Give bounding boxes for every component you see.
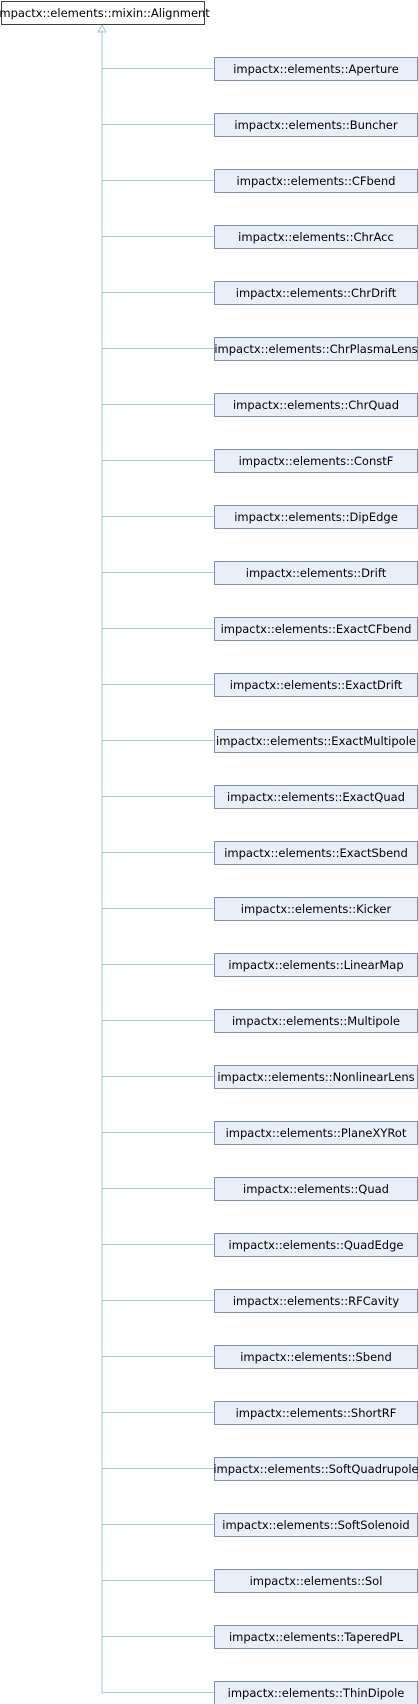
derived-class-node[interactable]: impactx::elements::ThinDipole	[214, 1681, 418, 1704]
derived-class-label: impactx::elements::Multipole	[232, 1014, 400, 1028]
derived-class-node[interactable]: impactx::elements::Kicker	[214, 897, 418, 921]
base-class-label: impactx::elements::mixin::Alignment	[0, 6, 210, 20]
derived-class-label: impactx::elements::LinearMap	[228, 958, 403, 972]
derived-class-label: impactx::elements::TaperedPL	[229, 1630, 404, 1644]
derived-class-label: impactx::elements::ShortRF	[236, 1406, 397, 1420]
derived-class-node[interactable]: impactx::elements::Buncher	[214, 113, 418, 137]
derived-class-label: impactx::elements::ExactMultipole	[216, 734, 416, 748]
derived-class-label: impactx::elements::Sbend	[240, 1350, 392, 1364]
derived-class-node[interactable]: impactx::elements::Sol	[214, 1569, 418, 1593]
derived-class-node[interactable]: impactx::elements::NonlinearLens	[214, 1065, 418, 1089]
derived-class-node[interactable]: impactx::elements::ExactDrift	[214, 673, 418, 697]
base-class-node[interactable]: impactx::elements::mixin::Alignment	[0, 1, 210, 25]
derived-class-label: impactx::elements::QuadEdge	[229, 1238, 404, 1252]
derived-class-node[interactable]: impactx::elements::LinearMap	[214, 953, 418, 977]
inheritance-arrowhead	[97, 23, 107, 33]
derived-class-label: impactx::elements::ExactQuad	[227, 790, 405, 804]
derived-class-node[interactable]: impactx::elements::Sbend	[214, 1345, 418, 1369]
derived-class-node[interactable]: impactx::elements::DipEdge	[214, 505, 418, 529]
derived-class-node[interactable]: impactx::elements::Aperture	[214, 57, 418, 81]
derived-class-label: impactx::elements::Buncher	[234, 118, 397, 132]
derived-class-label: impactx::elements::PlaneXYRot	[226, 1126, 407, 1140]
derived-class-node[interactable]: impactx::elements::ExactSbend	[214, 841, 418, 865]
derived-class-node[interactable]: impactx::elements::ExactCFbend	[214, 617, 418, 641]
derived-class-node[interactable]: impactx::elements::Multipole	[214, 1009, 418, 1033]
derived-class-node[interactable]: impactx::elements::SoftSolenoid	[214, 1513, 418, 1537]
derived-class-node[interactable]: impactx::elements::PlaneXYRot	[214, 1121, 418, 1145]
derived-class-label: impactx::elements::Aperture	[233, 62, 399, 76]
derived-class-label: impactx::elements::ExactSbend	[224, 846, 408, 860]
derived-class-node[interactable]: impactx::elements::ExactMultipole	[214, 729, 418, 753]
derived-class-node[interactable]: impactx::elements::SoftQuadrupole	[213, 1457, 418, 1481]
derived-class-label: impactx::elements::SoftSolenoid	[222, 1518, 409, 1532]
derived-class-node[interactable]: impactx::elements::ChrAcc	[214, 225, 418, 249]
derived-class-label: impactx::elements::ChrDrift	[236, 286, 397, 300]
derived-class-label: impactx::elements::SoftQuadrupole	[213, 1462, 418, 1476]
derived-class-node[interactable]: impactx::elements::ShortRF	[214, 1401, 418, 1425]
derived-class-label: impactx::elements::DipEdge	[234, 510, 398, 524]
derived-class-label: impactx::elements::ExactCFbend	[221, 622, 412, 636]
derived-class-label: impactx::elements::Drift	[246, 566, 387, 580]
derived-class-label: impactx::elements::ConstF	[239, 454, 394, 468]
derived-class-label: impactx::elements::Kicker	[241, 902, 392, 916]
derived-class-node[interactable]: impactx::elements::CFbend	[214, 169, 418, 193]
derived-class-label: impactx::elements::ChrAcc	[238, 230, 394, 244]
derived-class-label: impactx::elements::Sol	[250, 1574, 383, 1588]
derived-class-label: impactx::elements::ThinDipole	[228, 1686, 405, 1700]
derived-class-label: impactx::elements::ExactDrift	[230, 678, 403, 692]
derived-class-node[interactable]: impactx::elements::RFCavity	[214, 1289, 418, 1313]
derived-class-node[interactable]: impactx::elements::ChrQuad	[214, 393, 418, 417]
derived-class-label: impactx::elements::ChrQuad	[233, 398, 399, 412]
derived-class-node[interactable]: impactx::elements::Quad	[214, 1177, 418, 1201]
derived-class-label: impactx::elements::NonlinearLens	[217, 1070, 414, 1084]
derived-class-node[interactable]: impactx::elements::TaperedPL	[214, 1625, 418, 1649]
derived-class-node[interactable]: impactx::elements::ConstF	[214, 449, 418, 473]
derived-class-label: impactx::elements::CFbend	[237, 174, 396, 188]
derived-class-node[interactable]: impactx::elements::ExactQuad	[214, 785, 418, 809]
base-class-box	[1, 1, 205, 25]
derived-class-node[interactable]: impactx::elements::ChrDrift	[214, 281, 418, 305]
derived-class-node[interactable]: impactx::elements::QuadEdge	[214, 1233, 418, 1257]
derived-class-label: impactx::elements::Quad	[243, 1182, 389, 1196]
derived-class-label: impactx::elements::ChrPlasmaLens	[214, 342, 417, 356]
derived-class-label: impactx::elements::RFCavity	[233, 1294, 399, 1308]
derived-class-node[interactable]: impactx::elements::Drift	[214, 561, 418, 585]
derived-class-node[interactable]: impactx::elements::ChrPlasmaLens	[214, 337, 418, 361]
